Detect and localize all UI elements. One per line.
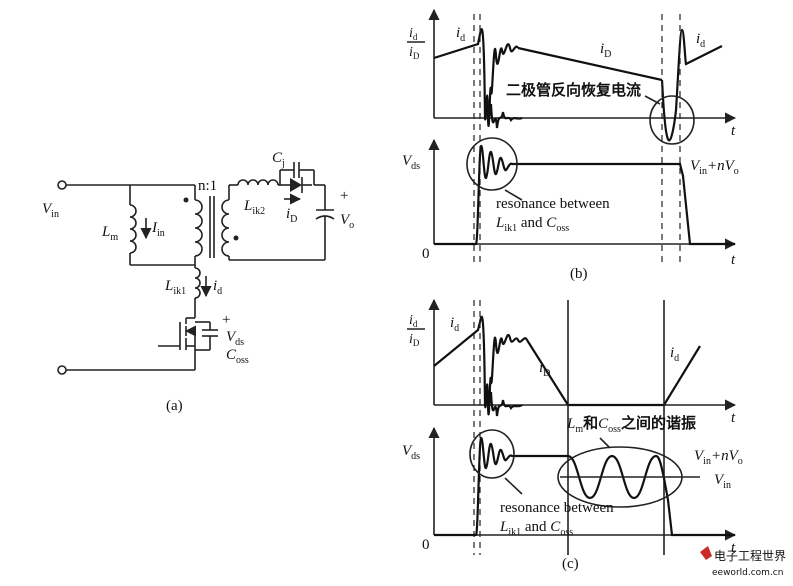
svg-text:iD: iD [409,332,420,348]
b-recovery-note: 二极管反向恢复电流 [506,81,641,99]
b-vds-wave [434,144,735,246]
b-top-t: t [731,123,736,139]
c-id-label: id [450,315,459,334]
c-zero: 0 [422,537,430,553]
b-id-bottom-ringing [483,103,523,129]
transformer-primary [183,185,203,268]
primary-leakage-inductor [194,267,201,299]
b-resonance-line2: Lik1 and Coss [495,215,569,234]
b-iD-line [517,46,663,82]
iin-label: Iin [151,220,165,239]
svg-text:eeworld.com.cn: eeworld.com.cn [712,568,783,578]
c-id-ramp [433,321,482,367]
b-top-ylabel: id iD [407,26,425,61]
secondary-dot [233,235,239,241]
c-resonance-circle-right [557,446,683,508]
b-vds-label: Vds [402,153,420,172]
b-id-label: id [456,25,465,44]
c-vin-label: Vin [714,472,731,491]
coss-label: Coss [226,347,249,366]
b-id-ramp [433,33,482,60]
b-recovery-circle [649,95,695,145]
c-id-bottom-ringing [483,391,523,417]
vds-plus: + [222,312,230,328]
panel-b-waveforms: t id iD id iD id 二极管反向恢复电流 t 0 Vds Vin+n… [402,8,739,282]
svg-text:id: id [409,313,418,329]
turns-ratio-label: n:1 [198,178,217,194]
c-top-t: t [731,410,736,426]
primary-dot [183,197,189,203]
b-bottom-t: t [731,252,736,268]
secondary-leakage-inductor [237,179,279,186]
panel-c-waveforms: t id iD id iD id Lm和Coss之间的谐振 t 0 Vds Vi… [402,298,743,572]
c-resonance-line2: Lik1 and Coss [499,519,573,538]
lm-label: Lm [101,224,118,243]
caption-c: (c) [562,556,579,572]
caption-b: (b) [570,266,588,282]
coss-capacitor [195,321,218,351]
svg-text:iD: iD [409,45,420,61]
cj-label: Cj [272,150,285,169]
caption-a: (a) [166,398,183,414]
lik2-label: Lik2 [243,198,265,217]
c-top-ylabel: id iD [407,313,425,348]
c-vds-label: Vds [402,443,420,462]
vds-label: Vds [226,329,244,348]
b-resonance-circle [466,137,518,191]
b-level-label: Vin+nVo [690,158,739,177]
id-label: id [213,278,222,297]
b-id-right-label: id [696,31,705,50]
c-ringing-top [478,315,528,416]
vin-label: Vin [42,201,59,220]
c-level-label: Vin+nVo [694,448,743,467]
b-iD-label: iD [600,41,611,60]
b-zero: 0 [422,246,430,262]
svg-text:电子工程世界: 电子工程世界 [714,548,786,563]
lik1-label: Lik1 [164,278,186,297]
watermark-logo: 电子工程世界 eeworld.com.cn [700,546,786,578]
c-iD-line [526,339,701,407]
c-bottom-t: t [731,540,736,556]
mosfet-switch [158,317,197,370]
c-resonance-line1: resonance between [500,500,614,516]
c-vds-wave [434,436,735,537]
c-lm-coss-note: Lm和Coss之间的谐振 [566,414,696,435]
vin-top-terminal [57,180,67,190]
magnetizing-inductor [129,185,195,266]
vo-label: Vo [340,212,354,231]
vin-bottom-terminal [57,365,67,375]
iD-label: iD [286,206,297,225]
b-reverse-recovery [660,28,723,142]
c-id-right-label: id [670,345,679,364]
output-diode [283,177,312,193]
c-iD-label: iD [539,360,550,379]
svg-text:id: id [409,26,418,42]
c-resonance-circle-left [469,429,515,479]
b-resonance-line1: resonance between [496,196,610,212]
vo-plus: + [340,188,348,204]
junction-capacitor [279,162,315,185]
b-ringing-top [478,28,519,128]
panel-a-circuit: Vin Lm Iin n:1 [42,150,354,414]
transformer-secondary [221,185,239,260]
